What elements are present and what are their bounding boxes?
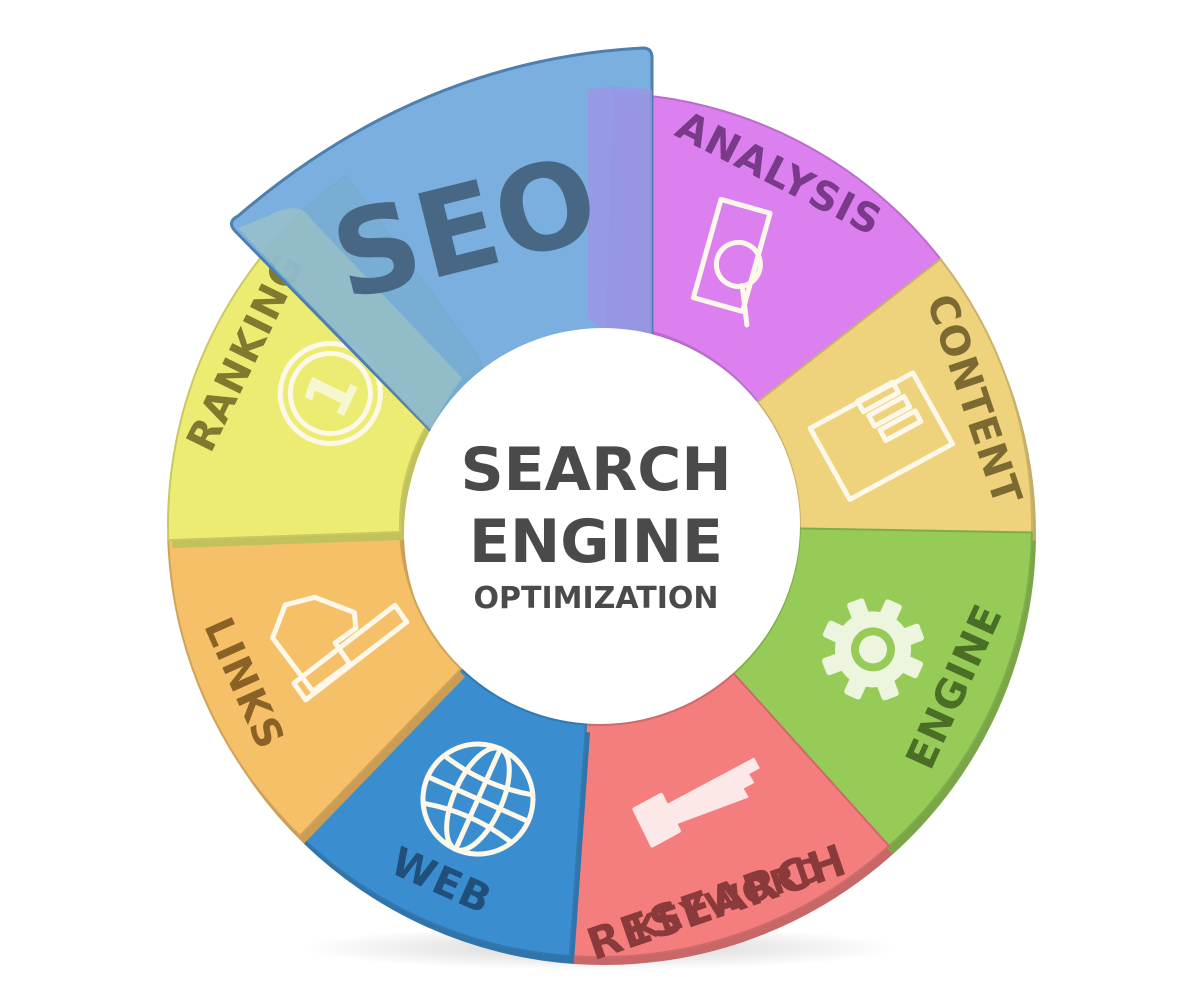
segment-web: WEB [298, 667, 591, 964]
gear-icon [821, 598, 924, 701]
pointing-hand-icon [270, 594, 410, 703]
document-icon [807, 370, 956, 502]
seo-tab-overlap-right [588, 87, 652, 346]
segment-analysis-face [605, 92, 942, 404]
globe-icon [420, 741, 536, 857]
center-title-line2: ENGINE [469, 507, 723, 577]
seo-tab-overlap-left [238, 208, 462, 430]
segment-engine: ENGINE [732, 527, 1036, 855]
magnifier-document-icon [690, 196, 773, 328]
center-circle [406, 328, 800, 722]
segment-links: LINKS [167, 530, 466, 844]
segment-web-face [298, 667, 588, 958]
center-subtitle: OPTIMIZATION [473, 581, 718, 616]
center-title-line1: SEARCH [460, 435, 731, 505]
segment-keyword-research-face [568, 672, 891, 958]
key-icon [632, 757, 760, 848]
